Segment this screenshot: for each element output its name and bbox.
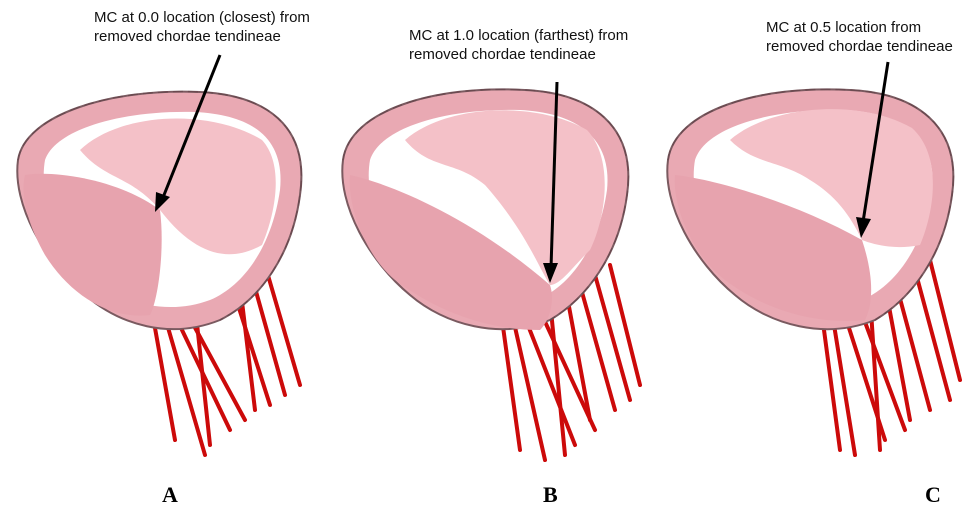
valve-model-c [650,0,973,508]
caption-b-line2: removed chordae tendineae [409,45,628,64]
caption-a-line1: MC at 0.0 location (closest) from [94,8,310,27]
panel-b: MC at 1.0 location (farthest) from remov… [325,0,650,508]
caption-c-line2: removed chordae tendineae [766,37,953,56]
panel-label-a: A [162,482,178,508]
caption-c-line1: MC at 0.5 location from [766,18,953,37]
caption-b: MC at 1.0 location (farthest) from remov… [409,26,628,64]
panel-a: MC at 0.0 location (closest) from remove… [0,0,325,508]
caption-b-line1: MC at 1.0 location (farthest) from [409,26,628,45]
panel-label-b: B [543,482,558,508]
caption-a-line2: removed chordae tendineae [94,27,310,46]
panel-c: MC at 0.5 location from removed chordae … [650,0,973,508]
valve-model-a [0,0,325,508]
caption-a: MC at 0.0 location (closest) from remove… [94,8,310,46]
panel-label-c: C [925,482,941,508]
caption-c: MC at 0.5 location from removed chordae … [766,18,953,56]
valve-model-b [325,0,650,508]
